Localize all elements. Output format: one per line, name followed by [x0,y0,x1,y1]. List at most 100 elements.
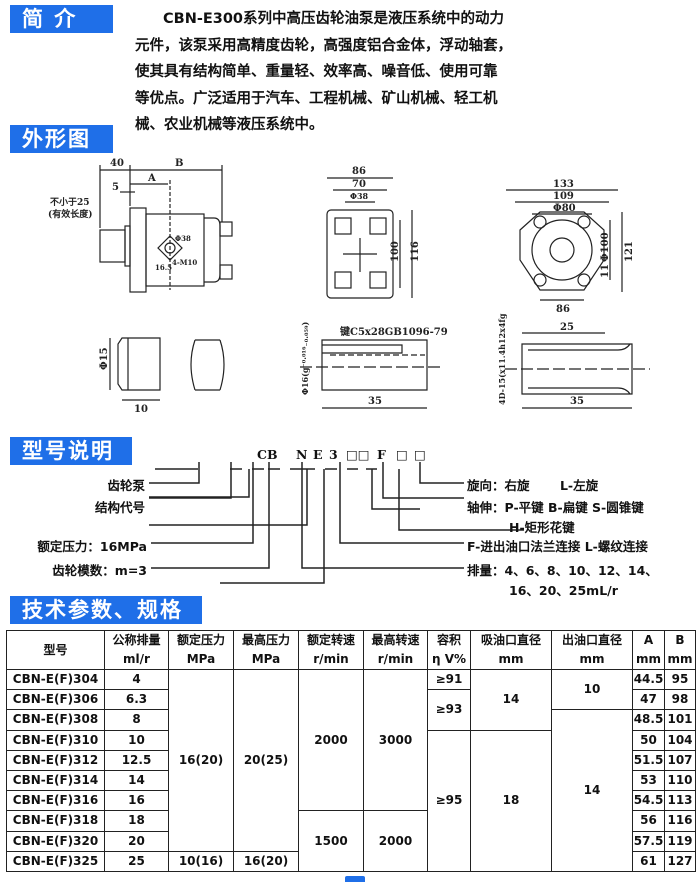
dim-40: 40 [110,158,124,169]
column-header: 型号 [6,630,105,670]
cell-A: 51.5 [632,749,665,771]
cell-disp: 16 [104,790,169,812]
dim-35: 35 [570,396,584,407]
header-unit: r/min [313,652,349,666]
code-part-3: 3 [329,447,338,462]
header-unit: MPa [251,652,281,666]
intro-line: CBN-E300系列中高压齿轮油泵是液压系统中的动力 [163,11,505,27]
intro-line: 元件，该泵采用高精度齿轮，高强度铝合金体，浮动轴套， [135,37,512,54]
cell-B: 98 [664,689,696,711]
cell-models: CBN-E(F)314 [6,769,105,792]
header-label: 最高压力 [241,633,290,647]
cell-A: 61 [632,850,665,872]
cell-disp: 18 [104,810,169,832]
spline-shaft-drawing: 4D-15(x11.4h12x4fg 25 35 [497,313,650,409]
dim-phi80: Φ80 [553,203,576,214]
code-label-rotation: 旋向：右旋 L-左旋 [467,478,599,493]
cell-max_s: 2000 [363,810,428,872]
cell-disp: 25 [104,850,169,872]
header-label: 额定压力 [176,633,225,647]
dim-A: A [147,173,156,184]
code-part-shaft: □ [396,447,408,462]
cell-B: 127 [664,850,696,872]
code-label-shaft-2: H-矩形花键 [509,520,575,535]
cell-max_p: 16(20) [233,850,299,872]
cell-models: CBN-E(F)306 [6,689,105,711]
cell-B: 119 [664,830,696,852]
dim-70: 70 [352,179,366,190]
cell-disp: 4 [104,668,169,691]
cell-rated_p: 16(20) [168,669,234,852]
header-label: 最高转速 [371,633,420,647]
cell-A: 57.5 [632,830,665,852]
section-header-model: 型号说明 [10,437,132,465]
intro-line: 等优点。广泛适用于汽车、工程机械、矿山机械、轻工机 [135,90,498,107]
code-label-structure: 结构代号 [94,500,145,515]
header-unit: r/min [377,652,414,666]
intro-line: 使其具有结构简单、重量轻、效率高、噪音低、使用可靠 [135,64,498,80]
cell-disp: 14 [104,769,169,792]
code-label-pressure: 额定压力：16MPa [37,539,147,554]
dim-phi38: Φ38 [175,234,191,243]
code-part-rotation: □ [414,447,426,462]
section-header-specs: 技术参数、规格 [10,596,202,624]
page-indicator [345,876,365,882]
dim-4-m10: 4-M10 [172,258,197,267]
outline-drawings: 40 B A 5 不小于25 (有效长度) Φ38 16.5 4-M10 86 … [48,158,650,415]
header-unit: η V% [431,652,467,666]
dim-5: 5 [112,182,119,193]
code-label-gear-pump: 齿轮泵 [107,478,145,493]
cell-B: 101 [664,709,696,731]
header-label: B [675,633,685,647]
dim-phi100: Φ100 [600,232,611,262]
dim-109: 109 [553,191,574,202]
dim-16-5: 16.5 [155,263,172,272]
cell-models: CBN-E(F)316 [6,790,105,812]
code-part-e: E [313,447,323,462]
cell-eff: ≥95 [427,729,471,872]
dim-10: 10 [134,404,148,415]
column-header: 额定压力 MPa [168,630,234,670]
dim-phi16: Φ16(g⁻⁰·⁰¹⁶₋₀.₀₅₉) [300,321,310,395]
dim-86: 86 [352,166,366,177]
header-label: 额定转速 [306,633,355,647]
dim-133: 133 [553,179,574,190]
header-label: 型号 [43,642,68,657]
code-label-displacement-2: 16、20、25mL/r [509,583,618,598]
key-spec-label: 键C5x28GB1096-79 [339,325,448,338]
cell-A: 44.5 [632,668,665,691]
header-unit: ml/r [123,652,150,666]
effective-length-label: (有效长度) [48,208,93,220]
cell-eff: ≥91 [427,668,471,691]
code-label-connection: F-进出油口法兰连接 L-螺纹连接 [467,539,648,554]
header-unit: MPa [186,652,216,666]
cell-B: 116 [664,810,696,832]
header-unit: mm [635,652,661,666]
dim-B: B [175,158,183,169]
header-unit: mm [579,652,605,666]
code-label-module: 齿轮模数：m=3 [52,563,147,578]
cell-eff: ≥93 [427,689,471,731]
cell-A: 56 [632,810,665,832]
cell-rated_p: 10(16) [168,850,234,872]
cell-rated_s: 1500 [298,810,364,872]
cell-A: 48.5 [632,709,665,731]
cell-max_s: 3000 [363,668,428,812]
cell-B: 113 [664,790,696,812]
cell-B: 95 [664,668,696,691]
dim-121: 121 [624,241,635,262]
rear-view-drawing: 133 109 Φ80 Φ100 121 11 86 [506,179,635,315]
cell-models: CBN-E(F)312 [6,749,105,771]
